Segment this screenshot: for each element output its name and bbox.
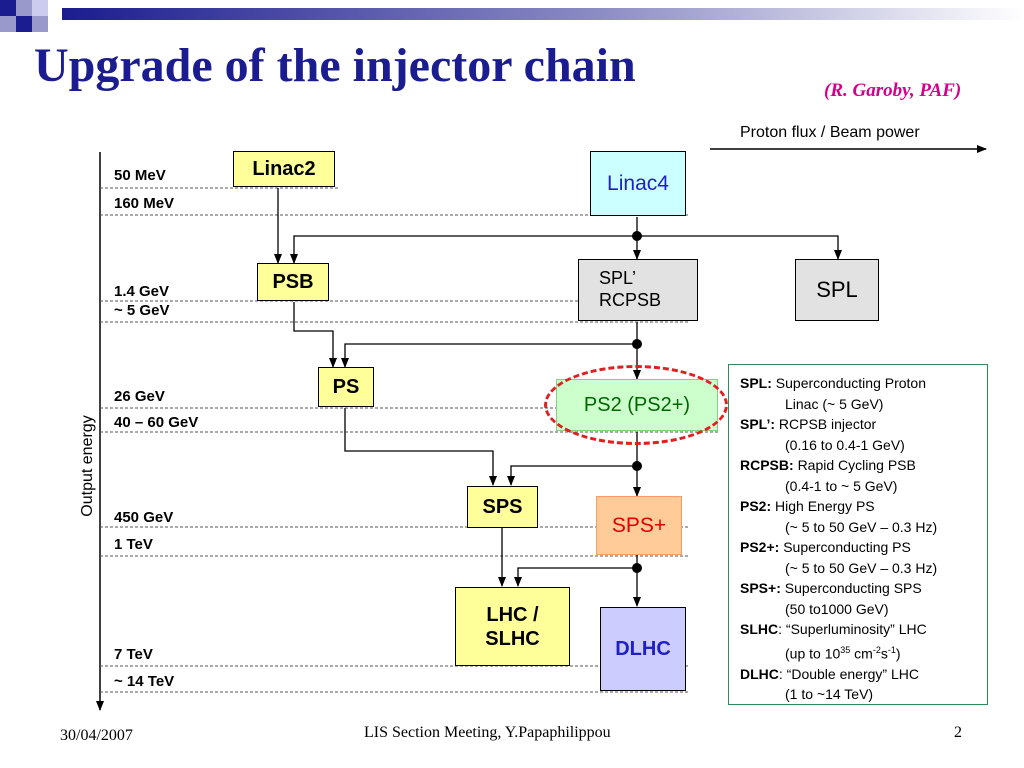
ps2-highlight-ellipse (544, 365, 728, 445)
level-label: 50 MeV (114, 167, 166, 184)
legend-text: High Energy PS (775, 498, 875, 514)
level-label: 450 GeV (114, 509, 174, 526)
legend-key: SPL: (740, 375, 772, 391)
legend-key: PS2+: (740, 539, 780, 555)
lhc-slhc-box: LHC / SLHC (455, 587, 570, 666)
legend-key: RCPSB: (740, 457, 794, 473)
corner-square (32, 0, 48, 16)
sps-box: SPS (467, 486, 538, 528)
legend-text-part: ) (895, 645, 901, 662)
legend-text: (~ 5 to 50 GeV – 0.3 Hz) (785, 559, 938, 576)
level-label: 1 TeV (114, 536, 153, 553)
legend-box: SPL: Superconducting Proton Linac (~ 5 G… (728, 364, 988, 705)
spl-label: SPL (816, 276, 858, 302)
dlhc-box: DLHC (600, 607, 686, 691)
footer-center: LIS Section Meeting, Y.Papaphilippou (364, 724, 611, 741)
slhc-label: SLHC (485, 627, 540, 650)
legend-text: RCPSB injector (778, 416, 877, 432)
axis-label: Output energy (79, 415, 96, 517)
corner-square (16, 0, 32, 16)
legend-text: (up to 1035 cm-2s-1) (740, 640, 987, 664)
rcpsb-label: RCPSB (599, 290, 662, 310)
level-label: 160 MeV (114, 195, 175, 212)
psb-label: PSB (272, 271, 314, 293)
corner-square (16, 16, 32, 32)
legend-text-part: s (880, 645, 888, 662)
dlhc-label: DLHC (615, 638, 671, 660)
linac2-label: Linac2 (252, 158, 316, 180)
lhc-label: LHC / (486, 603, 539, 626)
legend-text: (50 to1000 GeV) (785, 600, 889, 617)
legend-superscript: -2 (872, 644, 881, 655)
level-label: 26 GeV (114, 388, 165, 405)
legend-text-part: (up to 10 (785, 645, 841, 662)
legend-text: Linac (~ 5 GeV) (785, 395, 884, 412)
legend-text: (1 to ~14 TeV) (785, 686, 874, 703)
legend-key: SLHC (740, 621, 779, 637)
legend-key: SPS+: (740, 580, 781, 596)
legend-superscript: -1 (887, 644, 896, 655)
spl-prime-rcpsb-box: SPL’ RCPSB (578, 259, 698, 321)
sps-plus-label: SPS+ (611, 513, 667, 537)
legend-text: : “Superluminosity” LHC (778, 621, 927, 637)
credit-label: (R. Garoby, PAF) (824, 80, 962, 101)
legend-text: (0.4-1 to ~ 5 GeV) (785, 477, 898, 494)
legend-key: DLHC (740, 665, 779, 682)
sps-plus-box: SPS+ (596, 496, 682, 555)
legend-key: PS2: (740, 498, 772, 514)
linac4-box: Linac4 (590, 151, 686, 216)
legend-text: (0.16 to 0.4-1 GeV) (785, 436, 905, 453)
level-label: 1.4 GeV (114, 283, 170, 300)
ps-label: PS (332, 376, 360, 398)
legend-key: SPL’: (740, 416, 776, 432)
psb-box: PSB (257, 263, 329, 301)
corner-square (0, 0, 16, 16)
legend-text: Superconducting PS (783, 539, 911, 555)
title-rule (62, 8, 1024, 20)
page-title: Upgrade of the injector chain (34, 39, 636, 92)
legend-text: (~ 5 to 50 GeV – 0.3 Hz) (785, 518, 938, 535)
flux-label: Proton flux / Beam power (740, 124, 920, 141)
spl-box: SPL (795, 259, 879, 321)
linac4-label: Linac4 (607, 171, 669, 195)
legend-text: Rapid Cycling PSB (797, 457, 916, 473)
linac2-box: Linac2 (233, 151, 335, 187)
footer-date: 30/04/2007 (60, 727, 133, 744)
legend-text: : “Double energy” LHC (778, 665, 919, 682)
junction-dots (632, 231, 642, 573)
sps-label: SPS (482, 496, 523, 518)
legend-text: Superconducting Proton (775, 375, 926, 391)
corner-square (32, 16, 48, 32)
legend-text: Superconducting SPS (784, 580, 922, 596)
legend-text-part: cm (850, 645, 873, 662)
level-label: ~ 5 GeV (114, 302, 170, 319)
level-label: 40 – 60 GeV (114, 414, 199, 431)
level-label: ~ 14 TeV (114, 673, 175, 690)
level-label: 7 TeV (114, 646, 153, 663)
corner-square (0, 16, 16, 32)
footer-page-number: 2 (954, 724, 962, 741)
spl-prime-label: SPL’ (599, 268, 637, 289)
ps-box: PS (318, 367, 374, 407)
legend-superscript: 35 (840, 644, 851, 655)
